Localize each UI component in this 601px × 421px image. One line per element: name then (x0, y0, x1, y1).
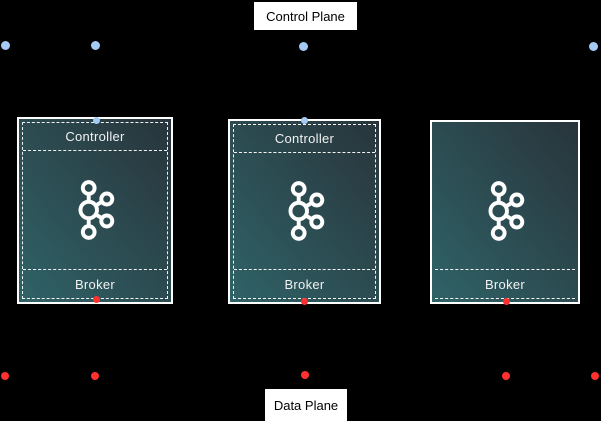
node-2-middle (234, 153, 375, 269)
data-plane-connection-dot (91, 372, 99, 380)
kafka-logo-icon (288, 181, 324, 241)
node-1-inner: Controller Broker (22, 122, 168, 299)
kafka-node-2: Controller Broker (228, 119, 381, 304)
node-2-inner: Controller Broker (233, 124, 376, 299)
kafka-node-1: Controller Broker (17, 117, 173, 304)
node-3-middle (435, 125, 575, 269)
node2-controller-port-dot (300, 116, 308, 124)
control-plane-connection-dot (588, 41, 598, 51)
control-plane-connection-dot (298, 41, 308, 51)
node1-broker-port-dot (92, 295, 100, 303)
node-3-broker-section-label: Broker (435, 269, 575, 298)
kafka-logo-icon (78, 180, 115, 240)
node2-broker-port-dot (300, 297, 308, 305)
node-1-middle (23, 151, 167, 269)
node-1-controller-section-label: Controller (23, 123, 167, 151)
node-2-broker-section-label: Broker (234, 269, 375, 298)
control-plane-label: Control Plane (254, 2, 357, 30)
kafka-node-3: Broker (430, 120, 580, 304)
data-plane-connection-dot (591, 372, 599, 380)
control-plane-connection-dot (0, 40, 10, 50)
control-plane-connection-dot (90, 40, 100, 50)
kafka-logo-icon (488, 181, 525, 241)
data-plane-connection-dot (1, 372, 9, 380)
node3-broker-port-dot (502, 297, 510, 305)
data-plane-connection-dot (301, 371, 309, 379)
node-3-inner: Broker (435, 125, 575, 299)
data-plane-connection-dot (502, 372, 510, 380)
node1-controller-port-dot (92, 116, 100, 124)
node-2-controller-section-label: Controller (234, 125, 375, 153)
node-1-broker-section-label: Broker (23, 269, 167, 298)
data-plane-label: Data Plane (265, 389, 347, 421)
